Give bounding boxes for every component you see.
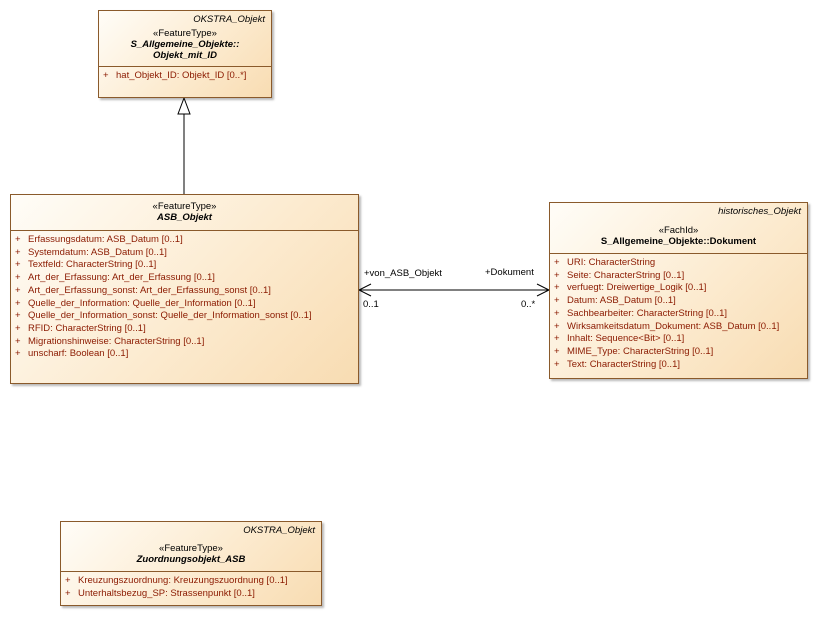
stereotype-label: «FeatureType» (159, 543, 223, 554)
attribute-row[interactable]: + Quelle_der_Information: Quelle_der_Info… (15, 298, 354, 311)
attribute-row[interactable]: + Seite: CharacterString [0..1] (554, 270, 803, 283)
target-multiplicity-label: 0..* (521, 299, 536, 310)
visibility-marker: + (15, 259, 21, 271)
attribute-row[interactable]: + Inhalt: Sequence<Bit> [0..1] (554, 333, 803, 346)
visibility-marker: + (103, 70, 109, 81)
attribute-row[interactable]: + Unterhaltsbezug_SP: Strassenpunkt [0..1… (65, 588, 317, 601)
source-multiplicity-label: 0..1 (363, 299, 379, 310)
attribute-row[interactable]: + Systemdatum: ASB_Datum [0..1] (15, 247, 354, 260)
visibility-marker: + (554, 295, 560, 307)
attribute-row[interactable]: + Art_der_Erfassung_sonst: Art_der_Erfass… (15, 285, 354, 298)
visibility-marker: + (15, 297, 21, 309)
visibility-marker: + (554, 307, 560, 319)
attribute-row[interactable]: + RFID: CharacterString [0..1] (15, 323, 354, 336)
attribute-text: Quelle_der_Information_sonst: Quelle_der… (28, 310, 312, 322)
class-name: Zuordnungsobjekt_ASB (136, 554, 246, 565)
attribute-text: Inhalt: Sequence<Bit> [0..1] (567, 333, 685, 345)
stereotype-label: «FeatureType» (152, 201, 217, 212)
attribute-text: Art_der_Erfassung_sonst: Art_der_Erfassu… (28, 284, 271, 296)
attribute-row[interactable]: + unscharf: Boolean [0..1] (15, 348, 354, 361)
attribute-text: hat_Objekt_ID: Objekt_ID [0..*] (116, 70, 247, 81)
visibility-marker: + (15, 234, 21, 245)
attribute-text: verfuegt: Dreiwertige_Logik [0..1] (567, 282, 707, 294)
visibility-marker: + (554, 333, 560, 345)
attribute-text: unscharf: Boolean [0..1] (28, 348, 129, 360)
compartment-separator (61, 571, 321, 572)
attribute-text: Kreuzungszuordnung: Kreuzungszuordnung [… (78, 575, 288, 586)
attribute-text: MIME_Type: CharacterString [0..1] (567, 345, 714, 357)
visibility-marker: + (15, 246, 21, 258)
stereotype-label: «FeatureType» (153, 28, 217, 39)
visibility-marker: + (554, 282, 560, 294)
visibility-marker: + (65, 575, 71, 586)
attribute-list: + Erfassungsdatum: ASB_Datum [0..1] + Syste… (11, 231, 358, 361)
attribute-text: Migrationshinweise: CharacterString [0..… (28, 335, 205, 347)
attribute-list: + hat_Objekt_ID: Objekt_ID [0..*] (99, 67, 271, 83)
attribute-row[interactable]: + Wirksamkeitsdatum_Dokument: ASB_Datum [… (554, 321, 803, 334)
attribute-text: Quelle_der_Information: Quelle_der_Infor… (28, 297, 256, 309)
visibility-marker: + (15, 310, 21, 322)
visibility-marker: + (15, 335, 21, 347)
visibility-marker: + (554, 269, 560, 281)
attribute-row[interactable]: + Migrationshinweise: CharacterString [0.… (15, 336, 354, 349)
attribute-text: Erfassungsdatum: ASB_Datum [0..1] (28, 234, 183, 245)
target-role-label: +Dokument (485, 267, 534, 278)
generalization-arrowhead (177, 96, 191, 115)
class-name: ASB_Objekt (157, 212, 212, 223)
attribute-text: Art_der_Erfassung: Art_der_Erfassung [0.… (28, 272, 215, 284)
package-label: OKSTRA_Objekt (193, 14, 265, 25)
attribute-text: Datum: ASB_Datum [0..1] (567, 295, 676, 307)
association-arrow-left (357, 283, 372, 297)
attribute-row[interactable]: + Textfeld: CharacterString [0..1] (15, 259, 354, 272)
visibility-marker: + (554, 358, 560, 370)
source-role-label: +von_ASB_Objekt (364, 268, 442, 279)
package-label: OKSTRA_Objekt (243, 525, 315, 536)
attribute-text: RFID: CharacterString [0..1] (28, 322, 146, 334)
attribute-row[interactable]: + Text: CharacterString [0..1] (554, 359, 803, 372)
attribute-list: + Kreuzungszuordnung: Kreuzungszuordnung … (61, 572, 321, 600)
visibility-marker: + (65, 587, 71, 599)
attribute-row[interactable]: + URI: CharacterString (554, 257, 803, 270)
class-name: S_Allgemeine_Objekte::Dokument (600, 236, 757, 247)
class-objekt-mit-id[interactable]: OKSTRA_Objekt «FeatureType» S_Allgemeine… (98, 10, 272, 98)
attribute-row[interactable]: + MIME_Type: CharacterString [0..1] (554, 346, 803, 359)
attribute-text: URI: CharacterString (567, 257, 656, 268)
visibility-marker: + (554, 345, 560, 357)
stereotype-label: «FachId» (658, 225, 699, 236)
attribute-row[interactable]: + Quelle_der_Information_sonst: Quelle_de… (15, 310, 354, 323)
attribute-row[interactable]: + Art_der_Erfassung: Art_der_Erfassung [0… (15, 272, 354, 285)
class-name-line2: Objekt_mit_ID (153, 50, 217, 61)
attribute-text: Wirksamkeitsdatum_Dokument: ASB_Datum [0… (567, 320, 780, 332)
attribute-text: Textfeld: CharacterString [0..1] (28, 259, 157, 271)
visibility-marker: + (554, 320, 560, 332)
attribute-row[interactable]: + verfuegt: Dreiwertige_Logik [0..1] (554, 282, 803, 295)
attribute-text: Sachbearbeiter: CharacterString [0..1] (567, 307, 728, 319)
compartment-separator (550, 253, 807, 254)
compartment-separator (99, 66, 271, 67)
class-zuordnungsobjekt-asb[interactable]: OKSTRA_Objekt «FeatureType» Zuordnungsob… (60, 521, 322, 606)
visibility-marker: + (554, 257, 560, 268)
attribute-text: Unterhaltsbezug_SP: Strassenpunkt [0..1] (78, 587, 255, 599)
class-dokument[interactable]: historisches_Objekt «FachId» S_Allgemein… (549, 202, 808, 379)
attribute-row[interactable]: + Sachbearbeiter: CharacterString [0..1] (554, 308, 803, 321)
attribute-row[interactable]: + Kreuzungszuordnung: Kreuzungszuordnung … (65, 575, 317, 588)
attribute-row[interactable]: + hat_Objekt_ID: Objekt_ID [0..*] (103, 70, 267, 83)
class-asb-objekt[interactable]: «FeatureType» ASB_Objekt + Erfassungsdatu… (10, 194, 359, 384)
compartment-separator (11, 230, 358, 231)
visibility-marker: + (15, 322, 21, 334)
visibility-marker: + (15, 348, 21, 360)
attribute-text: Seite: CharacterString [0..1] (567, 269, 685, 281)
attribute-list: + URI: CharacterString + Seite: CharacterSt… (550, 254, 807, 371)
attribute-text: Text: CharacterString [0..1] (567, 358, 680, 370)
attribute-row[interactable]: + Datum: ASB_Datum [0..1] (554, 295, 803, 308)
class-name-line1: S_Allgemeine_Objekte:: (130, 39, 240, 50)
package-label: historisches_Objekt (718, 206, 801, 217)
attribute-text: Systemdatum: ASB_Datum [0..1] (28, 246, 167, 258)
visibility-marker: + (15, 272, 21, 284)
attribute-row[interactable]: + Erfassungsdatum: ASB_Datum [0..1] (15, 234, 354, 247)
visibility-marker: + (15, 284, 21, 296)
